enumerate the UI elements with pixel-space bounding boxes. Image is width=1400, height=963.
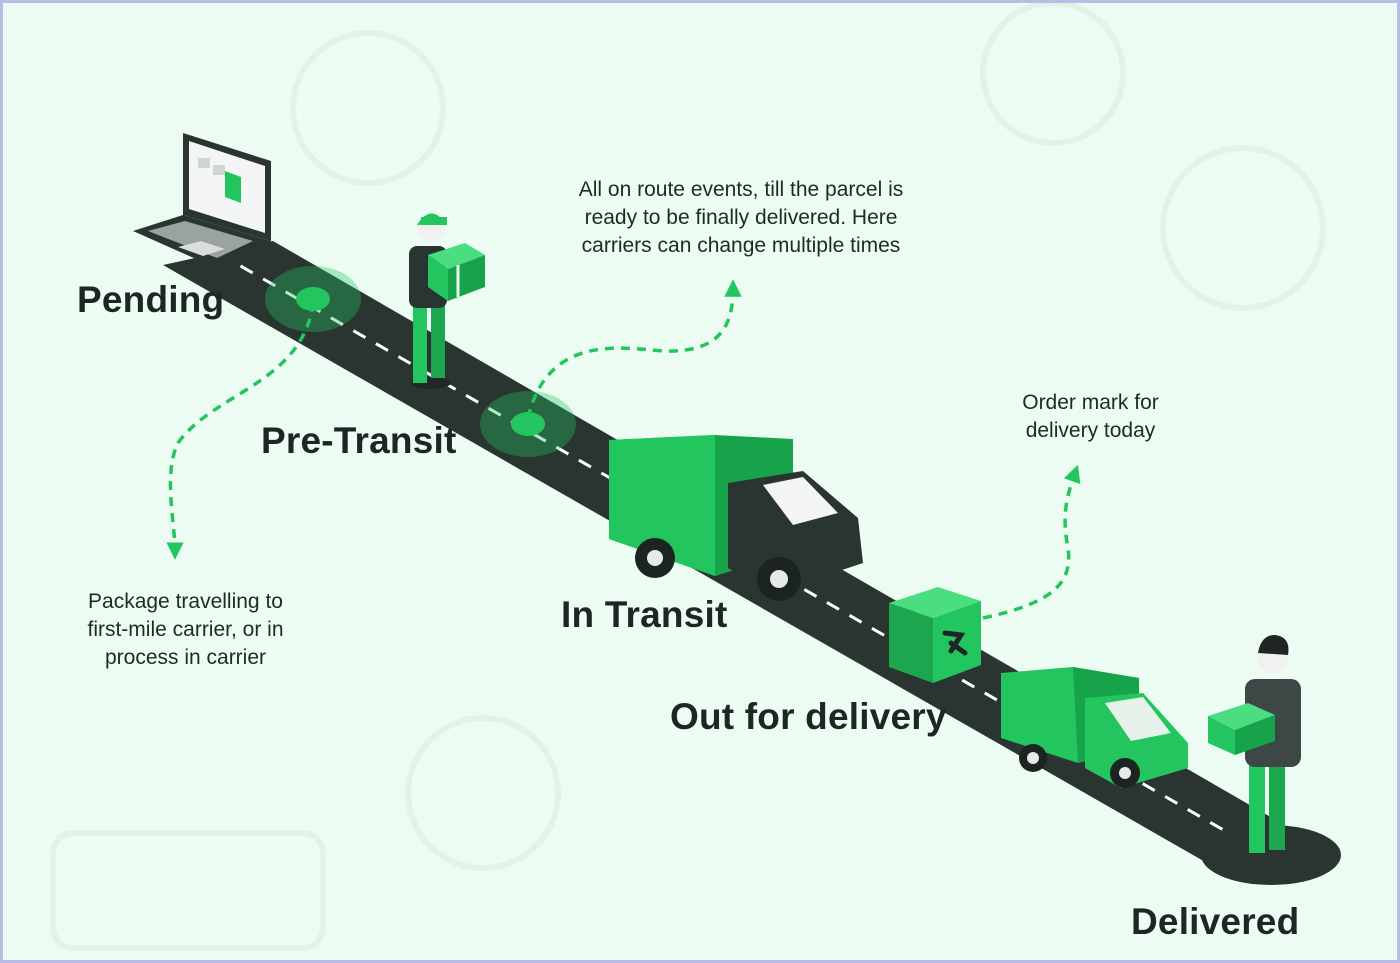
diagram-scene: [50, 3, 1341, 951]
truck-icon: [609, 435, 863, 601]
note-line: carriers can change multiple times: [581, 234, 901, 257]
stage-label-delivered: Delivered: [1131, 901, 1300, 942]
note-line: ready to be finally delivered. Here: [584, 206, 898, 229]
arrow-to-pretransit-note: [166, 302, 315, 560]
destination-pad: [1201, 825, 1341, 885]
note-line: All on route events, till the parcel is: [578, 178, 904, 201]
note-line: first-mile carrier, or in: [87, 618, 284, 641]
stage-label-out-for-delivery: Out for delivery: [670, 696, 947, 737]
stage-label-pre-transit: Pre-Transit: [261, 420, 457, 461]
note-line: process in carrier: [104, 646, 267, 669]
arrow-to-intransit-note: [526, 279, 742, 419]
note-pre-transit: Package travelling to first-mile carrier…: [43, 588, 328, 672]
van-icon: [1001, 667, 1188, 788]
parcel-box-icon: [889, 587, 981, 683]
stage-label-in-transit: In Transit: [561, 594, 728, 635]
arrow-to-outfordelivery-note: [982, 464, 1081, 620]
stage-marker-pending: [265, 266, 361, 332]
recipient-icon: [1208, 635, 1301, 853]
note-out-for-delivery: Order mark for delivery today: [993, 389, 1188, 445]
note-line: Order mark for: [1022, 391, 1159, 414]
note-line: delivery today: [1025, 419, 1156, 442]
laptop-icon: [133, 133, 271, 271]
stage-marker-pre-transit: [480, 391, 576, 457]
note-in-transit: All on route events, till the parcel is …: [531, 176, 951, 260]
note-line: Package travelling to: [88, 590, 283, 613]
background-decorations: [50, 3, 1326, 951]
courier-icon: [409, 213, 485, 389]
stage-label-pending: Pending: [77, 279, 225, 320]
